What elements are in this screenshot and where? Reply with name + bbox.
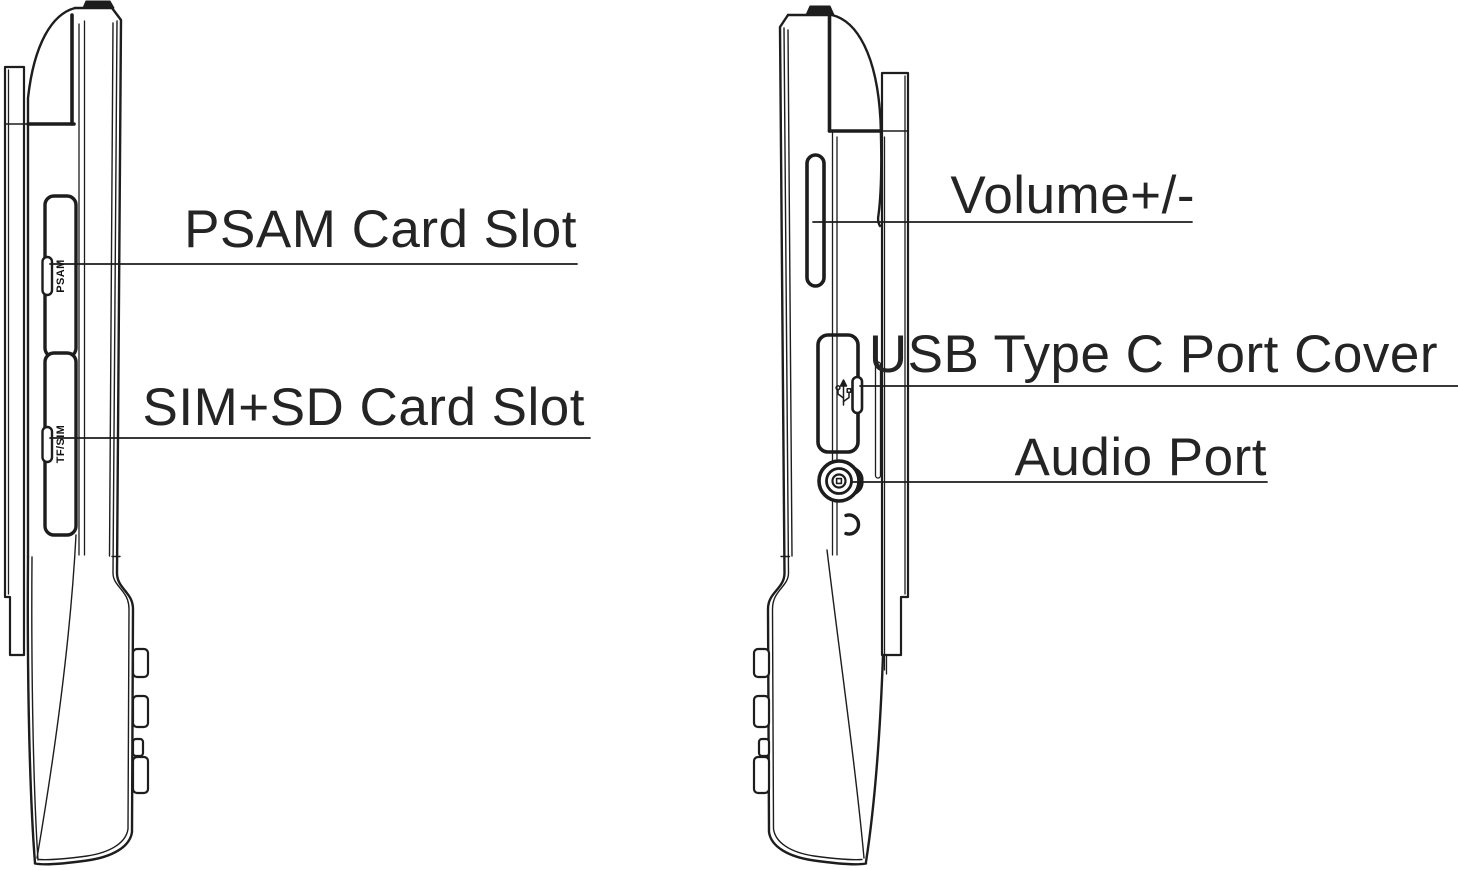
leader-lines <box>49 221 1458 483</box>
right-grip-button-1 <box>752 647 771 679</box>
right-front-mid <box>771 27 863 861</box>
left-front-mid <box>38 20 130 861</box>
left-grip-button-3 <box>131 737 145 758</box>
usb-cover-tab <box>851 375 864 415</box>
left-grip-back-outer <box>26 555 37 865</box>
left-front-inner <box>108 22 114 557</box>
callout-psam-card-slot: PSAM Card Slot <box>184 200 577 259</box>
audio-jack-outer <box>817 459 861 503</box>
left-top-back-curve <box>26 6 77 559</box>
callout-usb-type-c-port-cover: USB Type C Port Cover <box>868 325 1438 384</box>
audio-jack-pin <box>835 477 843 485</box>
callout-sim-sd-card-slot: SIM+SD Card Slot <box>142 378 585 437</box>
right-grip-crease <box>826 549 865 859</box>
volume-rocker <box>805 153 826 288</box>
tf-sim-slot-engraving: TF/SIM <box>55 424 67 464</box>
audio-jack-hole <box>831 473 847 489</box>
left-top-bump <box>82 0 115 9</box>
right-device-view <box>752 5 910 866</box>
callout-volume: Volume+/- <box>950 166 1195 225</box>
headset-icon <box>844 513 861 536</box>
left-front-outer <box>33 6 135 866</box>
right-grip-button-3 <box>757 737 771 758</box>
left-rear-plate <box>3 65 26 657</box>
audio-jack-ring <box>825 467 853 495</box>
psam-slot-pill <box>41 255 54 297</box>
psam-slot-engraving: PSAM <box>55 259 67 293</box>
right-side-sliver <box>874 361 882 479</box>
right-front-outer <box>766 13 868 866</box>
left-grip-buttons <box>131 647 150 795</box>
right-grip-button-4 <box>752 755 771 795</box>
left-grip-button-2 <box>131 694 150 729</box>
left-grip-button-4 <box>131 755 150 795</box>
left-device-view <box>3 0 150 866</box>
right-grip-buttons <box>752 647 771 795</box>
right-top-back-curve <box>830 13 883 228</box>
callout-audio-port: Audio Port <box>1014 428 1267 487</box>
right-top-bump <box>805 5 835 16</box>
left-grip-crease <box>36 534 77 859</box>
tf-sim-slot-pill <box>41 425 54 464</box>
usb-icon <box>835 379 852 406</box>
left-grip-button-1 <box>131 647 150 679</box>
right-front-inner <box>787 29 793 557</box>
audio-jack <box>817 459 864 503</box>
right-grip-button-2 <box>752 694 771 729</box>
right-grip-back-outer <box>864 653 885 864</box>
left-grip-back-inner <box>31 556 39 861</box>
